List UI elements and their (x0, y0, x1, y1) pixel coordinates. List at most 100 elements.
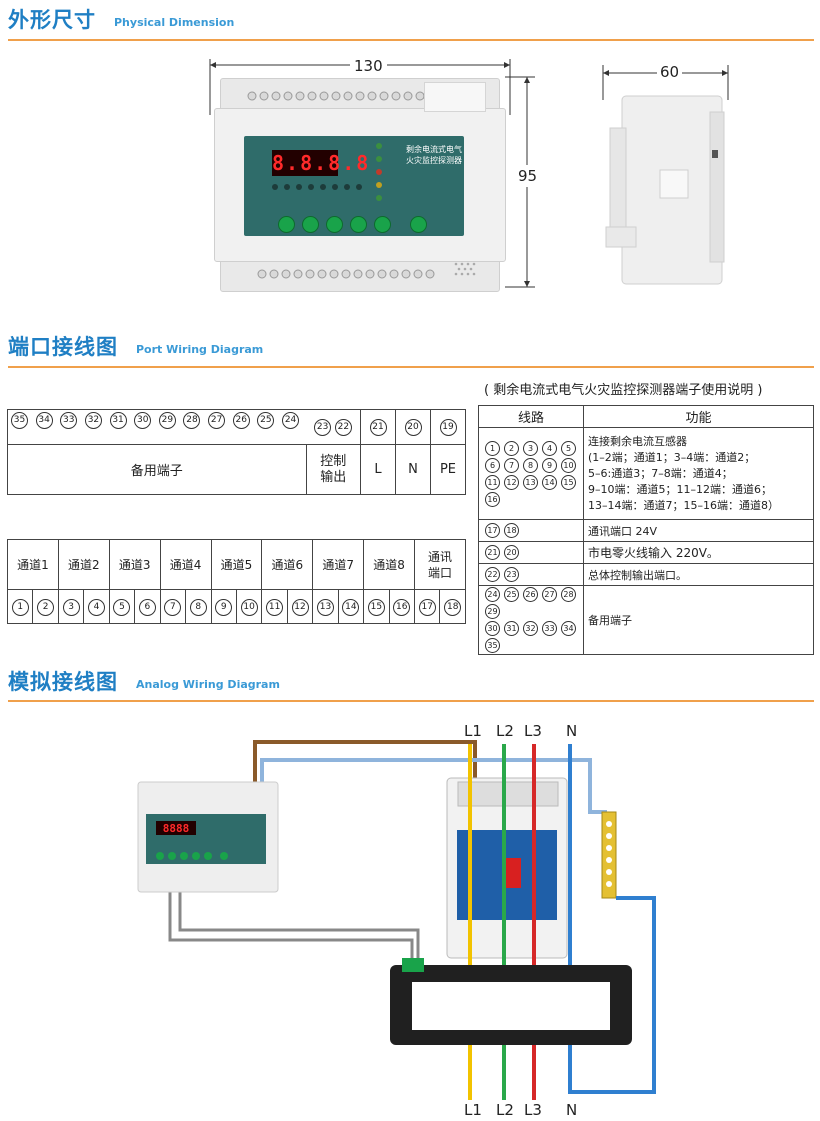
port-num: 5 (113, 598, 131, 616)
port-num: 12 (291, 598, 309, 616)
port-num: 9 (215, 598, 233, 616)
port-table-upper: 35 34 33 32 31 30 29 28 27 26 25 24 23 2… (7, 409, 466, 495)
port-num: 4 (542, 440, 557, 456)
port-num: 23 (504, 567, 519, 582)
port-num: 11 (485, 474, 500, 490)
port-num: 28 (561, 587, 576, 602)
device-title-line1: 剩余电流式电气 (406, 145, 462, 154)
func-text-line: 通讯端口 24V (588, 524, 658, 538)
port-cell: 1 (6, 589, 34, 624)
port-num: 22 (334, 419, 352, 436)
port-num: 2 (504, 440, 519, 456)
port-num: 33 (542, 621, 557, 636)
port-num: 13 (523, 474, 538, 490)
port-num: 31 (504, 621, 519, 636)
port-cell: 15 (363, 589, 390, 624)
func-row-text: 市电零火线输入 220V。 (583, 541, 814, 564)
label-l2-bottom: L2 (496, 1101, 514, 1119)
panel-button-6 (410, 216, 427, 233)
port-num: 34 (561, 621, 576, 636)
vent-grille (454, 262, 476, 276)
port-cell-n: 20 (395, 409, 431, 445)
label-n-bottom: N (566, 1101, 578, 1119)
port-num: 29 (158, 412, 176, 429)
port-num: 1 (11, 598, 29, 616)
device-title-line2: 火灾监控探测器 (406, 156, 462, 165)
port-num: 29 (485, 604, 500, 619)
func-text-line: 连接剩余电流互感器 (588, 434, 687, 448)
func-head-function: 功能 (583, 405, 814, 428)
port-num: 7 (164, 598, 182, 616)
port-num: 17 (485, 523, 500, 538)
port-num: 31 (109, 412, 127, 429)
channel-label: 通道5 (210, 539, 263, 590)
func-row-nums: 22 23 (478, 563, 584, 586)
channel-label: 通道8 (363, 539, 415, 590)
dim-depth: 60 (657, 63, 683, 81)
port-num: 11 (266, 598, 284, 616)
port-num: 27 (542, 587, 557, 602)
func-row-text: 通讯端口 24V (583, 519, 814, 542)
port-num: 18 (504, 523, 519, 538)
port-cell: 6 (134, 589, 161, 624)
port-num: 17 (418, 598, 436, 616)
channel-label: 通道7 (312, 539, 365, 590)
channel-leds (272, 184, 362, 190)
port-num: 6 (485, 457, 500, 473)
port-num: 24 (282, 412, 300, 429)
channel-label: 通道2 (57, 539, 110, 590)
section-title-en: Port Wiring Diagram (136, 343, 264, 356)
port-num: 35 (485, 638, 500, 653)
port-num: 26 (523, 587, 538, 602)
port-num: 25 (257, 412, 275, 429)
port-num: 3 (523, 440, 538, 456)
port-num: 34 (35, 412, 53, 429)
port-num: 26 (232, 412, 250, 429)
port-num: 8 (189, 598, 207, 616)
port-cell: 5 (108, 589, 136, 624)
func-text-line: 市电零火线输入 220V。 (588, 546, 719, 560)
port-cell: 13 (312, 589, 339, 624)
port-cell: 12 (286, 589, 314, 624)
section-title-cn: 外形尺寸 (8, 8, 96, 32)
port-num: 8 (523, 457, 538, 473)
port-num: 19 (439, 419, 457, 436)
port-num: 22 (485, 567, 500, 582)
control-output-label: 控制输出 (305, 444, 361, 495)
port-cell: 17 (413, 589, 441, 624)
label-l3-bottom: L3 (524, 1101, 542, 1119)
port-cell: 14 (337, 589, 365, 624)
port-num: 16 (485, 491, 500, 507)
port-num: 30 (134, 412, 152, 429)
port-cell: 9 (210, 589, 237, 624)
l-label: L (360, 444, 396, 495)
func-text-line: 5–6:通道3；7–8端：通道4； (588, 466, 733, 480)
port-num: 32 (84, 412, 102, 429)
func-text-line: 备用端子 (588, 614, 632, 627)
port-num: 15 (367, 598, 385, 616)
port-num: 27 (208, 412, 226, 429)
port-num: 5 (561, 440, 576, 456)
pe-label: PE (430, 444, 466, 495)
panel-button-1 (278, 216, 295, 233)
section-title-cn: 端口接线图 (8, 335, 118, 359)
section-divider (8, 366, 814, 368)
port-num: 12 (504, 474, 519, 490)
func-head-line: 线路 (478, 405, 584, 428)
port-cell: 10 (235, 589, 263, 624)
port-num: 30 (485, 621, 500, 636)
port-num: 10 (240, 598, 258, 616)
func-table-caption: ( 剩余电流式电气火灾监控探测器端子使用说明 ) (484, 383, 763, 398)
panel-button-3 (326, 216, 343, 233)
port-num: 15 (561, 474, 576, 490)
comm-port-label: 通讯端口 (414, 539, 466, 590)
label-l1-bottom: L1 (464, 1101, 482, 1119)
port-num: 35 (11, 412, 28, 429)
port-num: 32 (523, 621, 538, 636)
channel-label: 通道6 (261, 539, 314, 590)
